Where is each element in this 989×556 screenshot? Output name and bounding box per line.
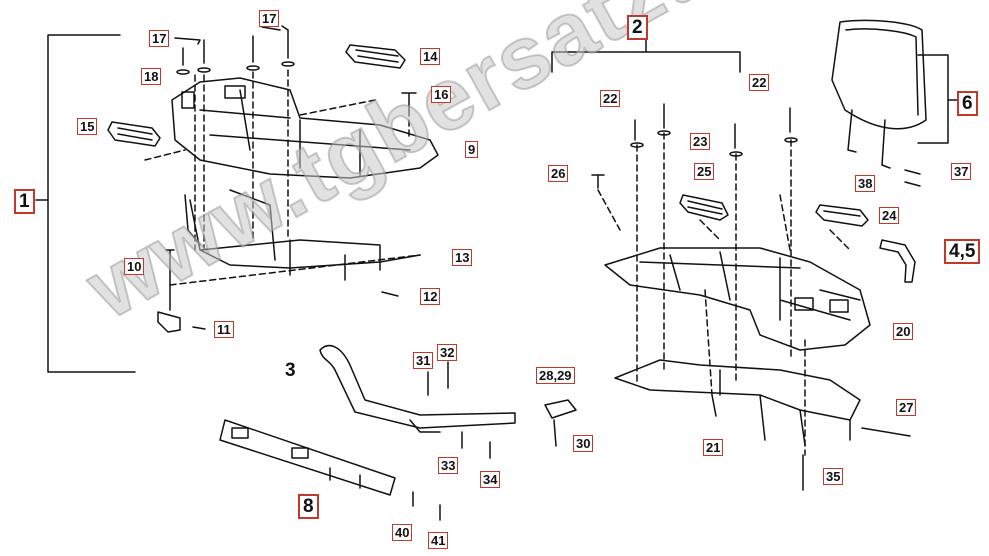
right-carrier-rack <box>604 247 871 351</box>
callout-34: 34 <box>480 471 501 488</box>
callout-3: 3 <box>285 360 296 381</box>
plate-8 <box>219 419 396 496</box>
group-1-bracket <box>35 34 136 373</box>
callout-28-29: 28,29 <box>536 367 575 384</box>
callout-6: 6 <box>957 91 978 116</box>
callout-32: 32 <box>437 344 458 361</box>
callout-27: 27 <box>896 399 917 416</box>
callout-22b: 22 <box>749 74 770 91</box>
callout-24: 24 <box>879 207 900 224</box>
cap-28-29 <box>544 399 577 419</box>
callout-20: 20 <box>893 323 914 340</box>
callout-15: 15 <box>77 118 98 135</box>
callout-38: 38 <box>855 175 876 192</box>
callout-35: 35 <box>823 468 844 485</box>
callout-22a: 22 <box>600 90 621 107</box>
callout-33: 33 <box>438 457 459 474</box>
right-pad-24 <box>815 204 869 227</box>
callout-9: 9 <box>465 141 479 158</box>
bracket-11 <box>157 311 181 333</box>
right-carrier-frame <box>614 359 861 446</box>
callout-37: 37 <box>951 163 972 180</box>
right-pad-25 <box>679 194 729 221</box>
left-carrier-rack <box>171 77 439 179</box>
backrest-6 <box>831 19 927 130</box>
callout-8: 8 <box>298 494 319 519</box>
callout-2: 2 <box>627 15 648 40</box>
callout-16: 16 <box>431 86 452 103</box>
callout-25: 25 <box>694 163 715 180</box>
callout-17a: 17 <box>149 30 170 47</box>
left-carrier-frame <box>189 189 421 281</box>
callout-1: 1 <box>14 189 35 214</box>
handle-4-5 <box>879 239 916 283</box>
callout-30: 30 <box>573 435 594 452</box>
callout-12: 12 <box>420 288 441 305</box>
callout-18: 18 <box>141 68 162 85</box>
tube-3 <box>319 344 516 429</box>
callout-41: 41 <box>428 532 449 549</box>
callout-11: 11 <box>214 321 234 338</box>
callout-21: 21 <box>703 439 724 456</box>
callout-23: 23 <box>690 133 711 150</box>
callout-10: 10 <box>124 258 145 275</box>
callout-13: 13 <box>452 249 473 266</box>
callout-40: 40 <box>392 524 413 541</box>
callout-26: 26 <box>548 165 569 182</box>
callout-31: 31 <box>413 352 434 369</box>
left-pad-14 <box>345 44 406 69</box>
callout-14: 14 <box>420 48 441 65</box>
group-6-bracket <box>917 54 959 144</box>
pin-10 <box>165 249 175 311</box>
callout-4-5: 4,5 <box>944 239 981 264</box>
left-pad-15 <box>107 121 161 147</box>
callout-17b: 17 <box>259 10 280 27</box>
